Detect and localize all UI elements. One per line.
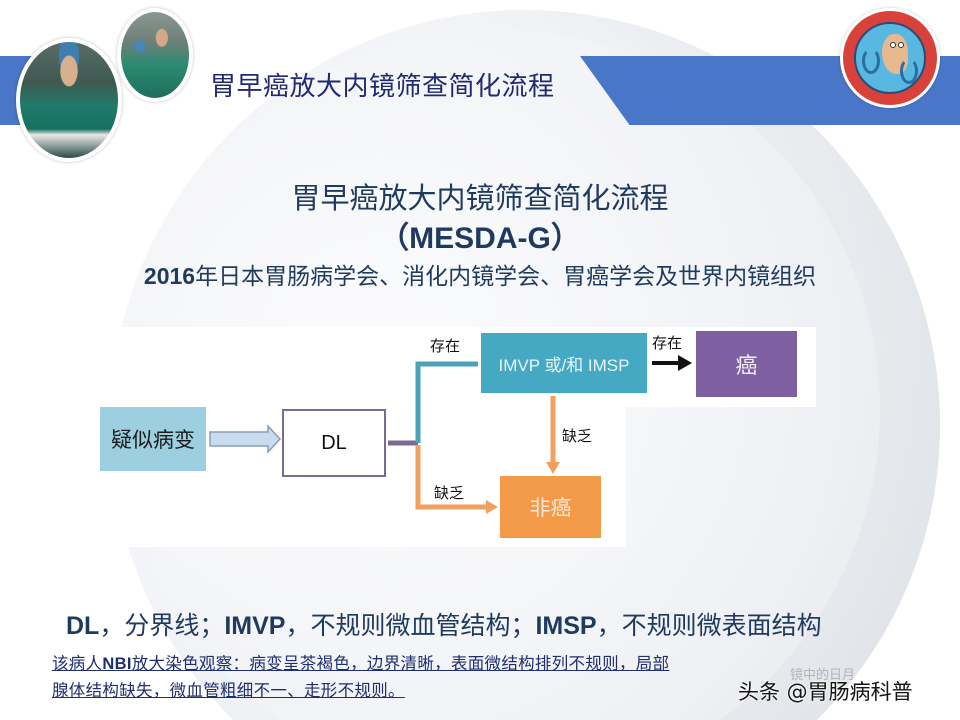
case-note-nbi: NBI bbox=[102, 655, 132, 673]
abbr-imsp: IMSP bbox=[535, 612, 597, 640]
edge-label-dl-absent: 缺乏 bbox=[434, 484, 465, 502]
abbr-imvp: IMVP bbox=[224, 612, 286, 640]
abbr-imsp-def: ，不规则微表面结构 bbox=[596, 611, 822, 640]
edge-label-imvp-absent: 缺乏 bbox=[562, 427, 593, 445]
doctor-photo-main bbox=[16, 38, 122, 162]
case-note-prefix: 该病人 bbox=[52, 654, 103, 673]
logo-eye-icon bbox=[890, 42, 896, 48]
source-organizations: 年日本胃肠病学会、消化内镜学会、胃癌学会及世界内镜组织 bbox=[195, 264, 817, 290]
source-year: 2016 bbox=[143, 263, 196, 289]
node-demarcation-line: DL bbox=[282, 409, 386, 477]
node-suspected-lesion: 疑似病变 bbox=[100, 407, 206, 471]
case-note-line-1: 该病人NBI放大染色观察：病变呈茶褐色，边界清晰，表面微结构排列不规则，局部 bbox=[52, 650, 669, 674]
abbr-imvp-def: ，不规则微血管结构； bbox=[285, 611, 536, 640]
abbr-dl: DL bbox=[66, 612, 100, 640]
edge-label-imvp-present: 存在 bbox=[652, 334, 683, 352]
main-title-acronym: （MESDA-G） bbox=[379, 222, 581, 255]
edge-label-dl-present: 存在 bbox=[430, 337, 461, 355]
abbreviation-legend: DL，分界线；IMVP，不规则微血管结构；IMSP，不规则微表面结构 bbox=[66, 606, 822, 642]
main-title: 胃早癌放大内镜筛查简化流程 bbox=[291, 181, 669, 215]
society-logo bbox=[840, 8, 940, 108]
case-note-line-2: 腺体结构缺失，微血管粗细不一、走形不规则。 bbox=[52, 681, 405, 700]
node-imvp-imsp: IMVP 或/和 IMSP bbox=[481, 333, 647, 393]
logo-hand-icon bbox=[862, 48, 880, 74]
header-title: 胃早癌放大内镜筛查简化流程 bbox=[210, 72, 555, 102]
abbr-dl-def: ，分界线； bbox=[99, 611, 225, 640]
watermark-ghost: 镜中的日月 bbox=[790, 668, 856, 683]
doctor-photo-secondary bbox=[117, 8, 193, 102]
case-note-rest: 放大染色观察：病变呈茶褐色，边界清晰，表面微结构排列不规则，局部 bbox=[131, 654, 670, 673]
node-non-cancer: 非癌 bbox=[500, 476, 601, 538]
watermark: 头条 @胃肠病科普 bbox=[738, 680, 913, 704]
node-cancer: 癌 bbox=[696, 331, 797, 397]
logo-inner bbox=[854, 22, 926, 94]
main-title-source: 2016年日本胃肠病学会、消化内镜学会、胃癌学会及世界内镜组织 bbox=[0, 257, 960, 291]
logo-hand-icon bbox=[900, 58, 918, 84]
logo-eye-icon bbox=[898, 42, 904, 48]
